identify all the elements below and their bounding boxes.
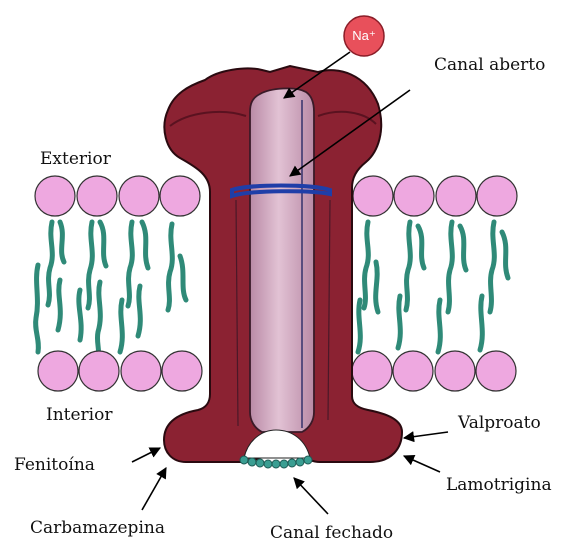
sodium-ion: Na⁺: [344, 16, 384, 56]
arrow-phenytoin: [132, 448, 160, 462]
label-open-channel: Canal aberto: [434, 55, 545, 75]
label-valproate: Valproato: [457, 413, 541, 433]
arrow-valproate: [404, 432, 448, 438]
channel-pore: [250, 88, 314, 432]
label-phenytoin: Fenitoína: [14, 455, 95, 475]
lipid-tails-right: [358, 222, 508, 352]
label-carbamazepine: Carbamazepina: [30, 518, 165, 538]
arrow-lamotrigine: [404, 456, 440, 472]
arrow-closed-channel: [294, 478, 328, 514]
label-exterior: Exterior: [40, 149, 112, 169]
label-interior: Interior: [46, 405, 113, 425]
label-closed-channel: Canal fechado: [270, 523, 393, 543]
sodium-ion-label: Na⁺: [352, 28, 375, 43]
arrow-carbamazepine: [142, 468, 166, 510]
label-lamotrigine: Lamotrigina: [446, 475, 552, 495]
lipid-tails-left: [36, 222, 186, 356]
